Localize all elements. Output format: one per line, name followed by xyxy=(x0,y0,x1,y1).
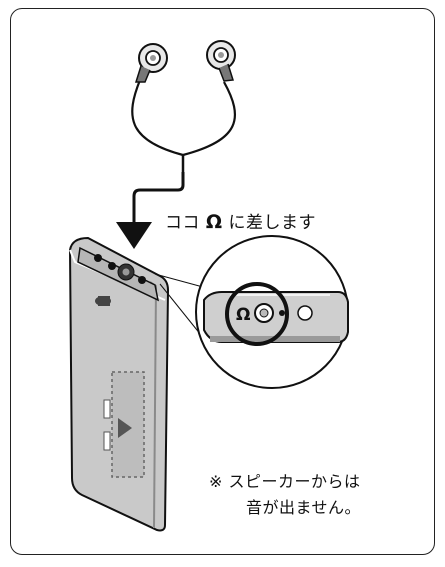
arrow-down-icon xyxy=(116,222,152,249)
note-line-1: ※ スピーカーからは xyxy=(209,469,361,495)
left-earbud-icon xyxy=(134,43,168,83)
zoom-callout-icon: Ω xyxy=(195,235,349,389)
connect-prefix: ココ xyxy=(165,213,200,233)
headphone-jack-icon xyxy=(225,282,289,346)
note-line1-text: スピーカーからは xyxy=(228,472,361,491)
connect-suffix: に差します xyxy=(228,213,316,233)
note-mark: ※ xyxy=(209,472,223,491)
svg-text:Ω: Ω xyxy=(236,305,250,325)
right-earbud-icon xyxy=(206,40,236,82)
speaker-note: ※ スピーカーからは 音が出ません。 xyxy=(209,469,361,521)
connect-instruction: ココ Ω に差します xyxy=(165,208,316,233)
recorder-device-icon xyxy=(68,236,170,532)
earphones-icon xyxy=(131,40,237,172)
note-line-2: 音が出ません。 xyxy=(246,498,362,517)
headphone-symbol: Ω xyxy=(205,211,223,233)
